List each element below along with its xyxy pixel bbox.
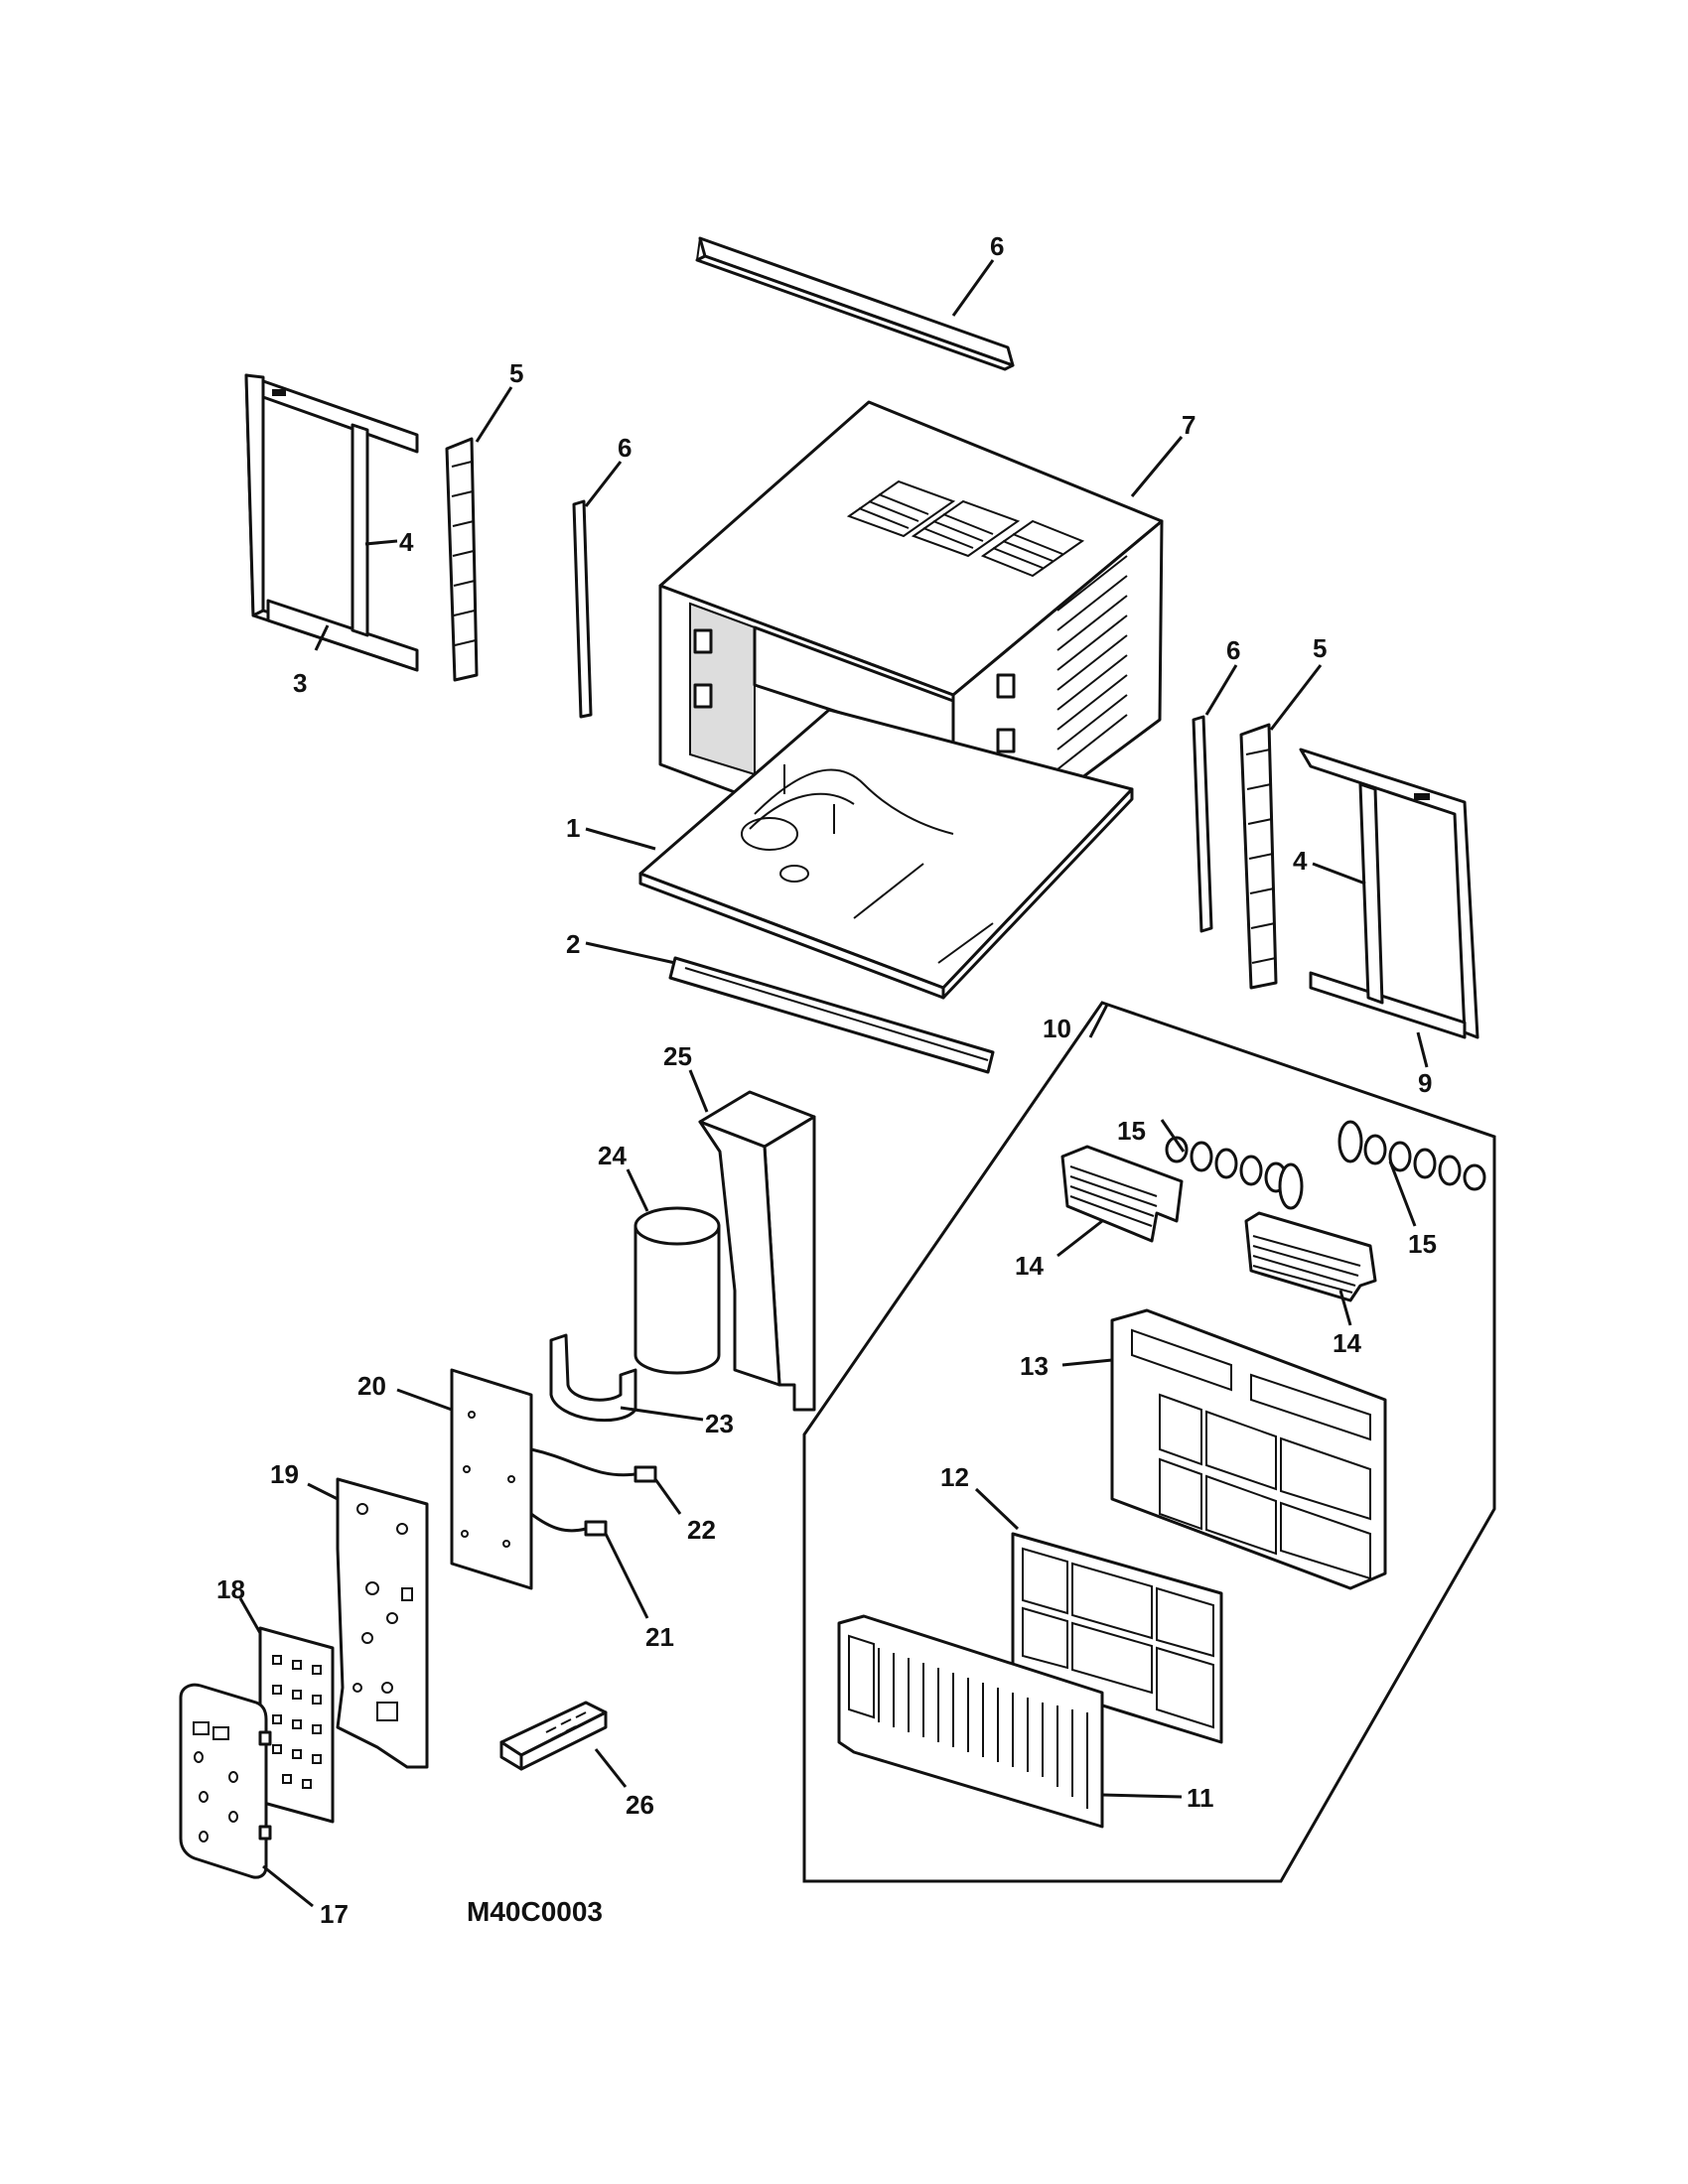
part-14-air-deflector-left xyxy=(1060,1145,1184,1243)
part-24-capacitor xyxy=(633,1206,721,1375)
callout-9: 9 xyxy=(1418,1068,1432,1098)
part-20-control-board-panel xyxy=(450,1368,533,1590)
callout-8: 6 xyxy=(990,231,1004,261)
part-14-air-deflector-right xyxy=(1244,1211,1377,1302)
part-5-left-foam-seal xyxy=(445,437,479,682)
callout-18: 18 xyxy=(216,1574,245,1604)
callout-22: 22 xyxy=(687,1515,716,1545)
part-8-top-rail xyxy=(695,236,1015,371)
callout-14-left: 14 xyxy=(1015,1251,1044,1281)
callout-15-right: 15 xyxy=(1408,1229,1437,1259)
callout-24: 24 xyxy=(598,1141,627,1170)
callout-4-left: 4 xyxy=(399,527,414,557)
part-15-louver-set-left xyxy=(1165,1136,1304,1210)
part-5-right-foam-seal xyxy=(1239,723,1278,990)
part-17-control-panel-overlay xyxy=(179,1683,272,1879)
callout-15-left: 15 xyxy=(1117,1116,1146,1146)
part-2-bottom-rail xyxy=(668,956,995,1074)
callout-13: 13 xyxy=(1020,1351,1049,1381)
part-26-remote-control xyxy=(499,1701,608,1771)
callout-labels: 6 5 6 7 4 3 1 2 6 5 4 9 10 15 15 14 14 1… xyxy=(216,231,1437,1929)
part-13-front-panel xyxy=(1110,1308,1387,1590)
callout-21: 21 xyxy=(645,1622,674,1652)
callout-26: 26 xyxy=(626,1790,654,1820)
callout-6-left: 6 xyxy=(618,433,632,463)
callout-20: 20 xyxy=(357,1371,386,1401)
part-1-base-pan xyxy=(638,708,1134,1000)
diagram-code: M40C0003 xyxy=(467,1896,603,1927)
callout-7: 7 xyxy=(1182,410,1196,440)
part-6-left-seal-strip xyxy=(572,499,593,719)
callout-25: 25 xyxy=(663,1041,692,1071)
part-23-capacitor-strap xyxy=(549,1333,637,1423)
part-18-keypad xyxy=(258,1626,335,1824)
callout-5-right: 5 xyxy=(1313,633,1327,663)
callout-1: 1 xyxy=(566,813,580,843)
part-15-louver-set-right xyxy=(1337,1120,1486,1191)
callout-23: 23 xyxy=(705,1409,734,1438)
callout-17: 17 xyxy=(320,1899,349,1929)
part-4-left-frame-divider xyxy=(351,423,369,637)
part-4-right-frame-divider xyxy=(1358,782,1384,1005)
side-louvers xyxy=(1056,555,1128,770)
part-25-control-box-cover xyxy=(698,1090,816,1412)
callout-6-right: 6 xyxy=(1226,635,1240,665)
top-vent-grille xyxy=(846,479,1085,578)
callout-14-right: 14 xyxy=(1333,1328,1361,1358)
callout-4-right: 4 xyxy=(1293,846,1308,876)
callout-12: 12 xyxy=(940,1462,969,1492)
callout-11: 11 xyxy=(1187,1783,1214,1813)
callout-5-left: 5 xyxy=(509,358,523,388)
part-6-right-seal-strip xyxy=(1192,715,1213,933)
callout-19: 19 xyxy=(270,1459,299,1489)
part-10-front-assembly-outline xyxy=(802,1001,1496,1883)
part-19-main-pcb xyxy=(336,1477,429,1769)
part-21-wire-harness xyxy=(530,1512,608,1537)
part-11-front-grille xyxy=(837,1614,1104,1829)
part-3-left-curtain-frame xyxy=(244,373,419,672)
leader-lines xyxy=(238,259,1429,1908)
part-9-right-curtain-frame xyxy=(1299,748,1479,1039)
callout-10: 10 xyxy=(1043,1014,1071,1043)
part-22-wire-harness xyxy=(530,1447,657,1483)
callout-3: 3 xyxy=(293,668,307,698)
callout-2: 2 xyxy=(566,929,580,959)
